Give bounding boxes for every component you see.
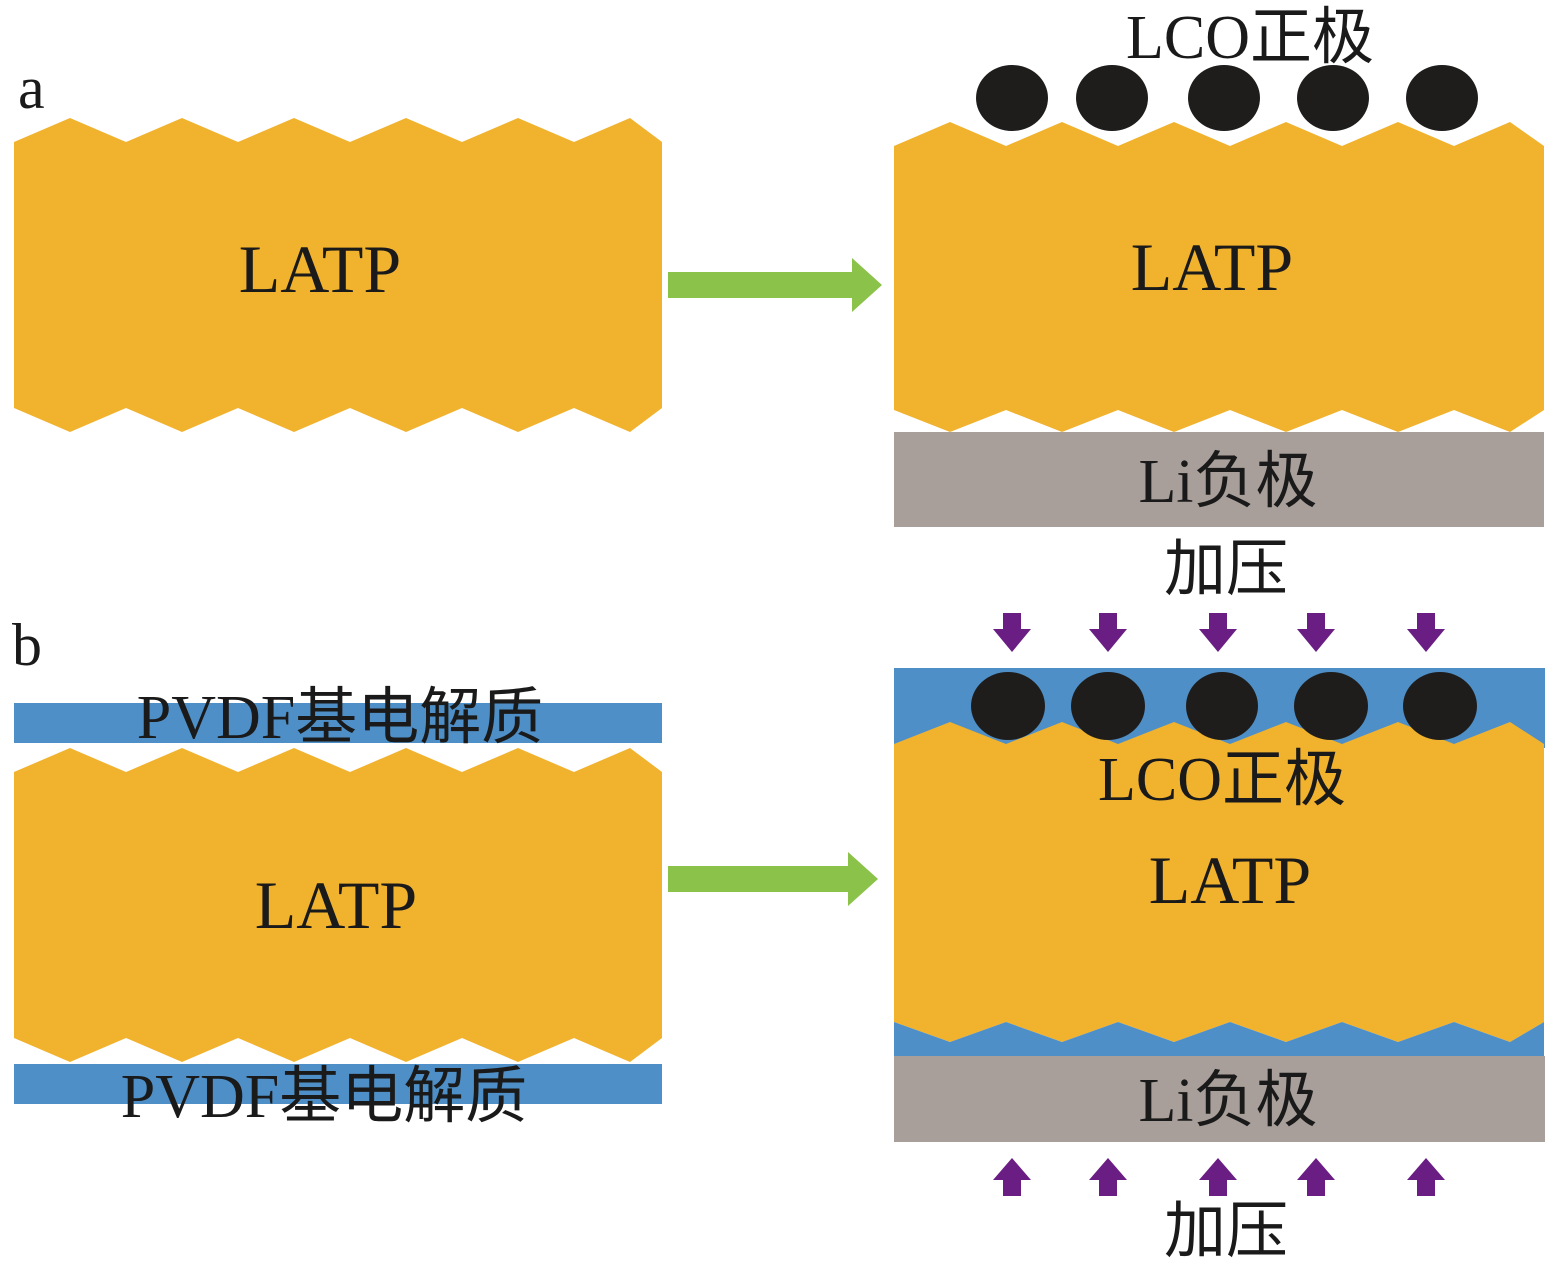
pvdf-label-top-b-before: PVDF基电解质 (137, 684, 544, 752)
pressure-arrow-up-icon (1297, 1158, 1335, 1196)
pressure-arrow-up-icon (1199, 1158, 1237, 1196)
latp-pellet-a-after (894, 122, 1544, 432)
latp-pellet-a-before (14, 118, 662, 432)
pressure-arrows-bottom (993, 1158, 1445, 1196)
pressure-arrow-up-icon (1407, 1158, 1445, 1196)
process-arrow-b (668, 852, 878, 906)
pressure-label-top: 加压 (1164, 536, 1288, 604)
lco-particles-b (971, 672, 1477, 740)
lco-particles-a (976, 65, 1478, 131)
pvdf-label-bottom-b-before: PVDF基电解质 (121, 1063, 528, 1131)
latp-pellet-b-before (14, 748, 662, 1062)
pressure-arrow-down-icon (1407, 613, 1445, 652)
li-anode-b (894, 1056, 1545, 1142)
panel-a: a LATP LCO正极 LATP Li负极 (14, 4, 1544, 527)
lco-particle (1403, 672, 1477, 740)
panel-a-label: a (18, 55, 45, 121)
pressure-label-bottom: 加压 (1164, 1198, 1288, 1266)
li-anode-a (894, 432, 1544, 527)
pvdf-layer-top-b-before (14, 703, 662, 743)
panel-b-label: b (12, 612, 42, 678)
anode-label-b: Li负极 (1138, 1067, 1317, 1135)
pressure-arrow-down-icon (993, 613, 1031, 652)
pressure-arrow-down-icon (1089, 613, 1127, 652)
process-arrow-a (668, 258, 882, 312)
lco-particle (976, 65, 1048, 131)
lco-particle (1406, 65, 1478, 131)
pvdf-layer-bottom-b-before (14, 1064, 662, 1104)
cathode-label-b-after: LCO正极 (1098, 746, 1346, 814)
lco-particle (1076, 65, 1148, 131)
latp-label-b-after: LATP (1149, 842, 1311, 918)
pressure-arrow-down-icon (1199, 613, 1237, 652)
cathode-label-a-after: LCO正极 (1126, 4, 1374, 72)
lco-particle (1188, 65, 1260, 131)
pvdf-layer-bottom-b-after (894, 1022, 1544, 1058)
latp-pellet-b-after (894, 722, 1544, 1042)
pressure-arrow-up-icon (993, 1158, 1031, 1196)
latp-label-a-after: LATP (1131, 229, 1293, 305)
pressure-arrows-top (993, 613, 1445, 652)
lco-particle (971, 672, 1045, 740)
anode-label-a: Li负极 (1138, 448, 1317, 516)
lco-particle (1071, 672, 1145, 740)
latp-label-b-before: LATP (255, 867, 417, 943)
pressure-arrow-up-icon (1089, 1158, 1127, 1196)
lco-particle (1186, 672, 1258, 740)
latp-label-a-before: LATP (239, 231, 401, 307)
lco-particle (1297, 65, 1369, 131)
panel-b: b PVDF基电解质 LATP PVDF基电解质 加压 (12, 536, 1545, 1266)
lco-particle (1294, 672, 1368, 740)
pressure-arrow-down-icon (1297, 613, 1335, 652)
